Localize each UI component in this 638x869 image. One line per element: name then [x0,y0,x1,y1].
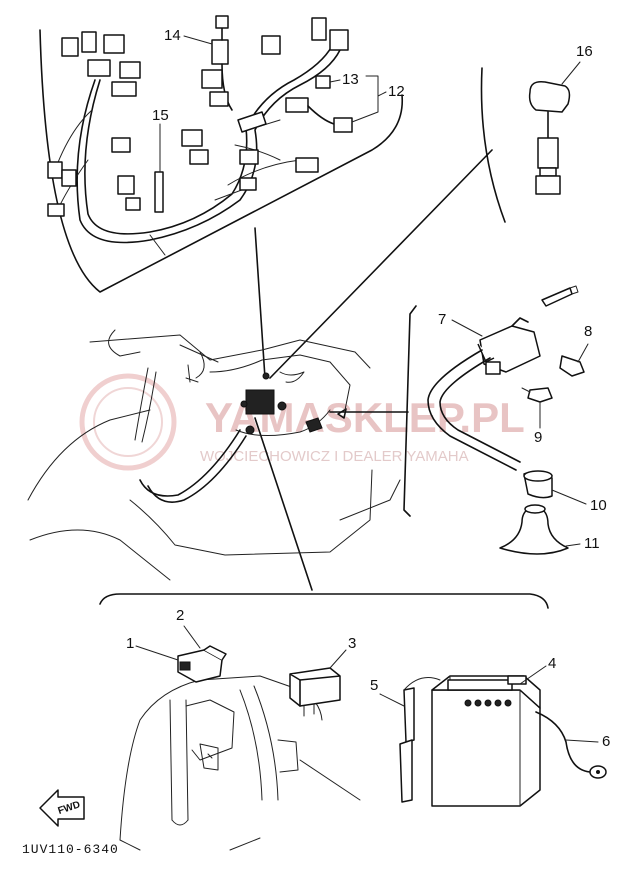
label-1: 1 [126,635,134,652]
panel-16-border [480,67,506,223]
harness-panel-border [39,29,404,293]
figure-code: 1UV110-6340 [22,842,119,857]
label-16: 16 [576,43,593,60]
bottom-panel-border [99,593,549,609]
part-5-strap [403,687,415,743]
leader-item-16 [269,149,493,379]
part-11-boot [499,507,569,555]
part-9-screw [527,387,553,403]
label-14: 14 [164,27,181,44]
harness-clip-14 [211,39,229,65]
label-3: 3 [348,635,356,652]
label-5: 5 [370,677,378,694]
watermark-tagline: WOJCIECHOWICZ I DEALER YAMAHA [200,448,469,465]
starter-relay-panel: 7 8 9 10 11 [403,285,607,555]
fwd-arrow: FWD [39,789,85,827]
label-11: 11 [584,535,600,552]
bottom-panel: 1 2 3 4 5 6 [99,593,610,851]
label-4: 4 [548,655,556,672]
label-10: 10 [590,497,607,514]
connector-12a [285,97,309,113]
watermark: YAMASKLEP.PL WOJCIECHOWICZ I DEALER YAMA… [79,373,525,471]
label-15: 15 [152,107,169,124]
panel-item-16: 16 [480,43,593,223]
label-9: 9 [534,429,542,446]
label-2: 2 [176,607,184,624]
part-16-cap [528,80,571,113]
label-13: 13 [342,71,359,88]
connector-13 [315,75,331,89]
label-8: 8 [584,323,592,340]
part-4-battery [431,689,541,807]
leader-bottom-panel [254,417,313,591]
frame-ecu-box [245,389,275,415]
label-12: 12 [388,83,405,100]
fwd-arrow-icon [39,789,85,827]
label-6: 6 [602,733,610,750]
panel-7-border [403,305,417,517]
harness-clamp-15 [154,171,164,213]
part-6-cable [535,711,591,773]
connector-12b [333,117,353,133]
wire-harness-main [76,49,341,244]
label-7: 7 [438,311,446,328]
leader-harness [254,227,266,379]
frame-view [27,329,401,581]
part-8-bolt [559,355,585,377]
part-3-flasher [289,667,341,707]
top-panel-labels: 14 15 13 12 [152,27,405,173]
wire-harness-panel [39,15,404,293]
